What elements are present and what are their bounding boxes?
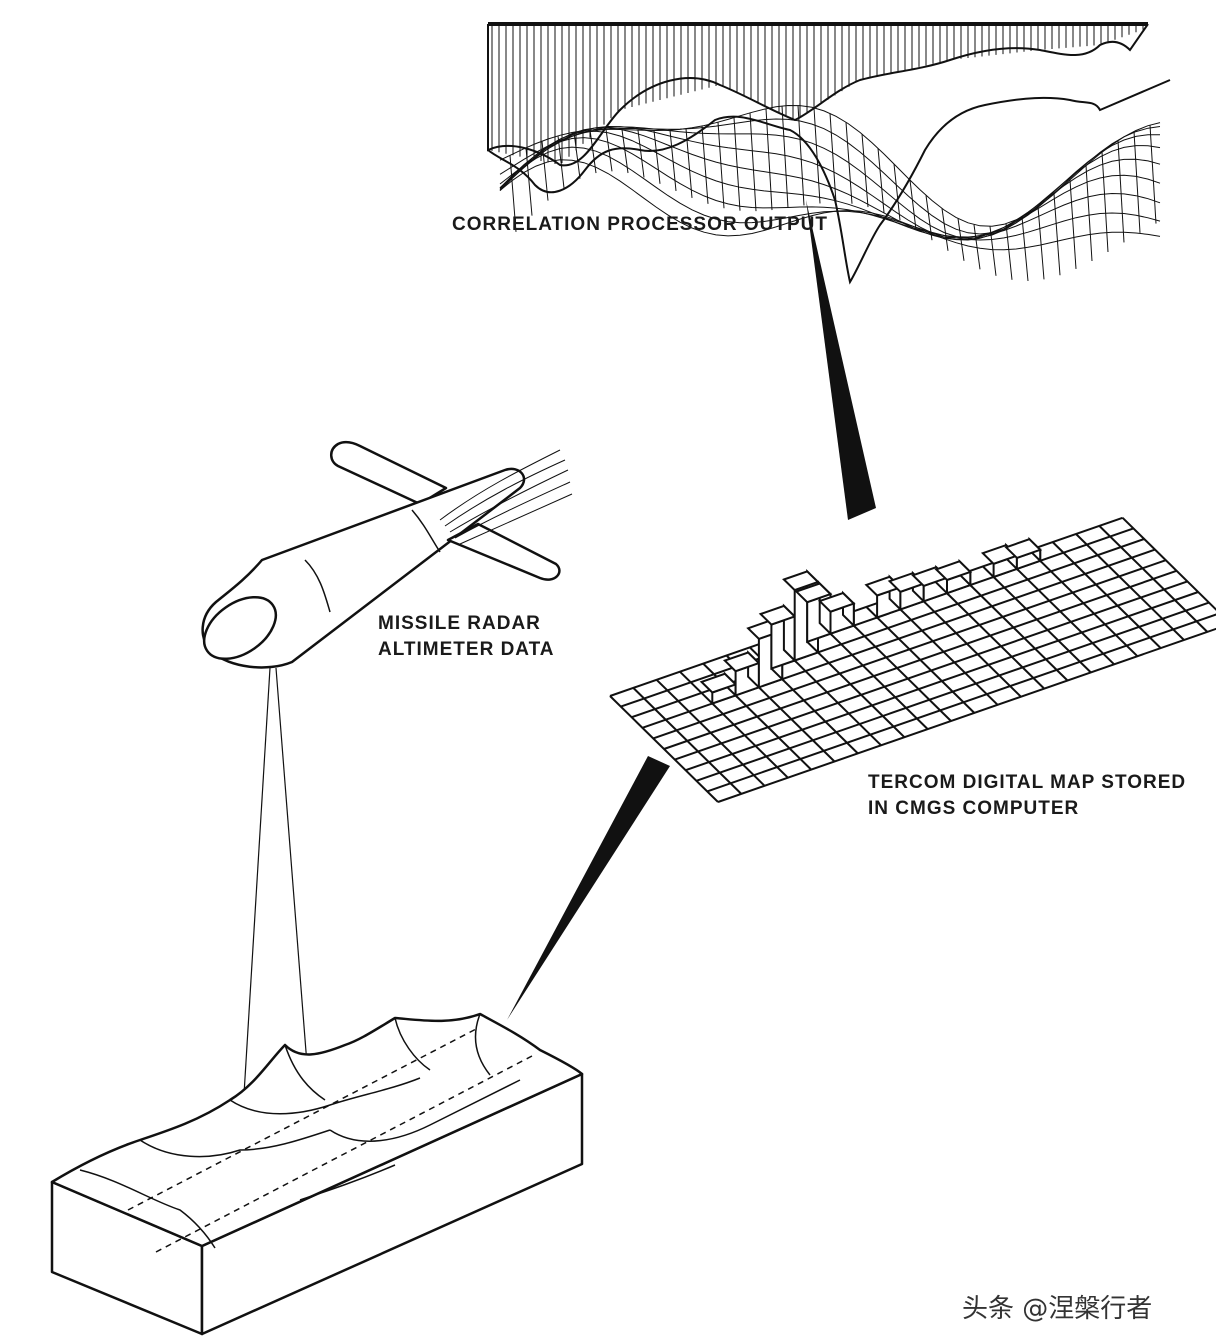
missile-label-line2: ALTIMETER DATA [378,639,555,660]
correlation-label: CORRELATION PROCESSOR OUTPUT [452,214,828,235]
missile-label-line1: MISSILE RADAR [378,613,541,634]
correlation-surface [487,22,1171,285]
missile-radar-label: MISSILE RADAR ALTIMETER DATA [378,611,555,663]
tercom-grid [609,516,1216,803]
pointer-wedges [507,200,876,1020]
tercom-label-line1: TERCOM DIGITAL MAP STORED [868,772,1187,793]
tercom-map-label: TERCOM DIGITAL MAP STORED IN CMGS COMPUT… [868,770,1186,822]
missile [201,441,573,669]
watermark: 头条 @涅槃行者 [962,1294,1153,1324]
terrain-block [50,1012,584,1336]
tercom-label-line2: IN CMGS COMPUTER [868,798,1080,819]
